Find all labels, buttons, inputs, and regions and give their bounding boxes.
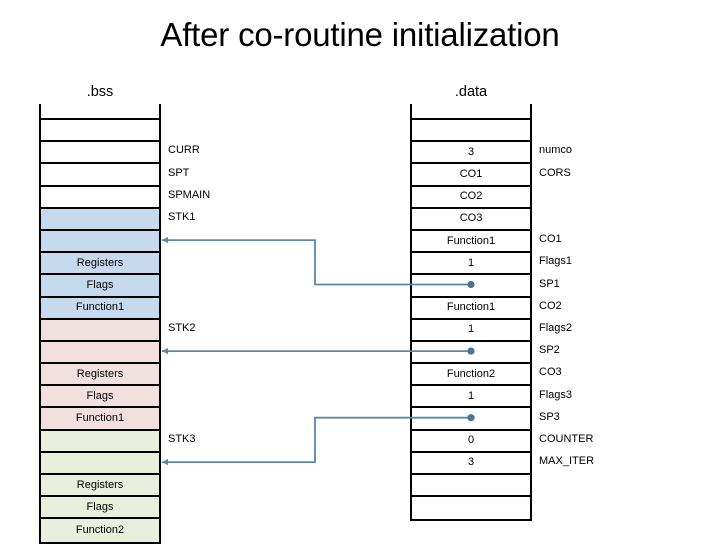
section-caption-bss: .bss: [86, 84, 114, 100]
bss-cell-value: Function1: [75, 301, 125, 314]
bss-side-label: STK2: [168, 321, 196, 334]
data-cell-value: Function2: [446, 367, 496, 380]
data-row[interactable]: 0: [412, 430, 530, 453]
bss-side-label: SPMAIN: [168, 188, 211, 201]
bss-row[interactable]: [41, 430, 159, 453]
bss-row[interactable]: [41, 319, 159, 342]
data-side-label: SP1: [539, 277, 560, 290]
data-row[interactable]: CO2: [412, 186, 530, 209]
data-row[interactable]: 1: [412, 319, 530, 342]
bss-row[interactable]: [41, 341, 159, 365]
data-cell-value: 0: [467, 434, 475, 447]
bss-row[interactable]: Flags: [41, 275, 159, 298]
bss-row[interactable]: Function2: [41, 519, 159, 542]
data-row[interactable]: Function1: [412, 230, 530, 254]
data-row[interactable]: [412, 120, 530, 143]
data-side-label: CORS: [539, 166, 571, 179]
data-cell-value: CO2: [459, 190, 483, 203]
data-cell-value: CO3: [459, 212, 483, 225]
bss-cell-value: Registers: [76, 256, 124, 269]
bss-side-label: SPT: [168, 166, 190, 179]
bss-side-label: STK3: [168, 432, 196, 445]
bss-row[interactable]: [41, 164, 159, 187]
data-side-label: Flags2: [539, 321, 573, 334]
bss-row[interactable]: Function1: [41, 297, 159, 320]
bss-side-label: STK1: [168, 210, 196, 223]
data-row[interactable]: 1: [412, 253, 530, 276]
data-side-label: CO2: [539, 299, 562, 312]
data-row[interactable]: Function2: [412, 364, 530, 387]
connector-arrow-head: [162, 458, 168, 466]
data-cell-value: 1: [467, 256, 475, 269]
data-row[interactable]: CO1: [412, 164, 530, 187]
data-side-label: Flags3: [539, 388, 573, 401]
data-cell-value: 1: [467, 323, 475, 336]
bss-row[interactable]: [41, 230, 159, 254]
data-row[interactable]: [412, 497, 530, 520]
bss-row[interactable]: Registers: [41, 364, 159, 387]
data-cell-value: 3: [467, 145, 475, 158]
bss-row[interactable]: Flags: [41, 386, 159, 409]
data-cell-value: Function1: [446, 301, 496, 314]
bss-cell-value: Registers: [76, 478, 124, 491]
connector-arrow-head: [162, 347, 168, 355]
data-side-label: SP3: [539, 410, 560, 423]
page-title: After co-routine initialization: [160, 16, 560, 53]
data-row[interactable]: [412, 341, 530, 365]
data-row[interactable]: [412, 475, 530, 498]
data-row[interactable]: Function1: [412, 297, 530, 320]
data-row[interactable]: CO3: [412, 208, 530, 231]
bss-cell-value: Flags: [86, 389, 114, 402]
bss-row[interactable]: [41, 186, 159, 209]
bss-row[interactable]: Registers: [41, 253, 159, 276]
data-side-label: Flags1: [539, 255, 573, 268]
bss-row[interactable]: [41, 120, 159, 143]
bss-row[interactable]: [41, 142, 159, 165]
bss-row[interactable]: [41, 208, 159, 231]
bss-cell-value: Registers: [76, 367, 124, 380]
bss-cell-value: Function2: [75, 523, 125, 536]
connector-arrow-head: [162, 236, 168, 244]
data-side-label: CO1: [539, 233, 562, 246]
bss-row[interactable]: Function1: [41, 408, 159, 431]
data-row[interactable]: 3: [412, 142, 530, 165]
data-cell-value: 1: [467, 389, 475, 402]
data-row[interactable]: 1: [412, 386, 530, 409]
data-row[interactable]: [412, 408, 530, 431]
data-side-label: CO3: [539, 366, 562, 379]
bss-row[interactable]: Registers: [41, 475, 159, 498]
data-cell-value: 3: [467, 456, 475, 469]
data-row[interactable]: [412, 275, 530, 298]
data-side-label: COUNTER: [539, 432, 594, 445]
data-side-label: SP2: [539, 344, 560, 357]
bss-row[interactable]: Flags: [41, 497, 159, 520]
bss-cell-value: Flags: [86, 500, 114, 513]
data-cell-value: CO1: [459, 167, 483, 180]
data-cell-value: Function1: [446, 234, 496, 247]
data-side-label: numco: [539, 144, 573, 157]
data-row[interactable]: 3: [412, 452, 530, 475]
section-caption-data: .data: [454, 84, 488, 100]
bss-side-label: CURR: [168, 144, 200, 157]
bss-row[interactable]: [41, 452, 159, 475]
data-side-label: MAX_ITER: [539, 455, 595, 468]
bss-cell-value: Function1: [75, 412, 125, 425]
bss-cell-value: Flags: [86, 278, 114, 291]
